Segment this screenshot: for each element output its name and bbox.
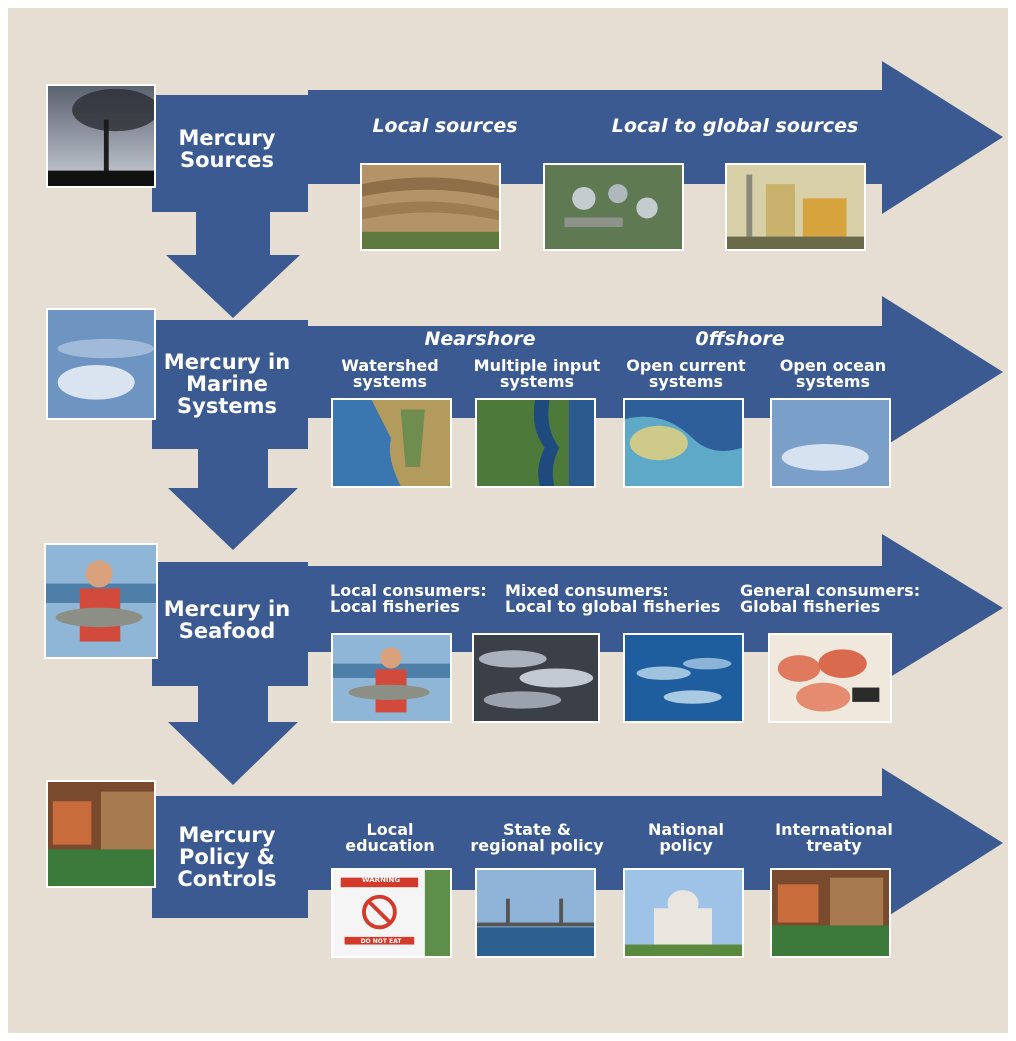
bay-satellite-photo (475, 398, 596, 488)
capitol-photo (623, 868, 744, 958)
label-general-consumers: General consumers: Global fisheries (740, 581, 921, 616)
smokestack-photo (46, 84, 156, 188)
row-title-sources: Mercury Sources (178, 126, 276, 172)
ocean-swirl-photo (46, 308, 156, 420)
label-mixed-consumers: Mixed consumers: Local to global fisheri… (505, 581, 721, 616)
down-arrow-3 (168, 680, 298, 785)
down-arrow-2 (168, 445, 298, 550)
warning-sign-photo: WARNING DO NOT EAT (331, 868, 452, 958)
label-open-current: Open current systems (626, 356, 746, 391)
heading-offshore: 0ffshore (695, 328, 785, 350)
label-watershed: Watershed systems (341, 356, 439, 391)
warning-sign-header: WARNING (361, 876, 401, 884)
current-satellite-photo (623, 398, 744, 488)
open-ocean-photo (770, 398, 891, 488)
down-arrow-1 (166, 205, 300, 318)
label-international-treaty: International treaty (775, 820, 893, 855)
label-open-ocean: Open ocean systems (779, 356, 887, 391)
row-title-policy: Mercury Policy & Controls (177, 823, 277, 891)
tuna-school-photo (623, 633, 744, 723)
angler-photo (44, 543, 158, 659)
assembly-hall-photo (46, 780, 156, 888)
angler-photo-small (331, 633, 452, 723)
label-local-consumers: Local consumers: Local fisheries (330, 581, 487, 616)
fish-catch-photo (472, 633, 600, 723)
open-pit-mine-photo (360, 163, 501, 251)
row-title-marine: Mercury in Marine Systems (163, 350, 291, 418)
power-plant-photo (725, 163, 866, 251)
label-state-regional: State & regional policy (470, 820, 604, 855)
label-local-education: Local education (345, 820, 435, 855)
heading-local-to-global: Local to global sources (611, 115, 859, 137)
heading-local-sources: Local sources (372, 115, 518, 137)
bridge-photo (475, 868, 596, 958)
label-multiple-input: Multiple input systems (473, 356, 601, 391)
label-national-policy: National policy (648, 820, 724, 855)
warning-sign-footer: DO NOT EAT (360, 938, 402, 945)
row-title-seafood: Mercury in Seafood (163, 597, 291, 643)
assembly-hall-photo-small (770, 868, 891, 958)
heading-nearshore: Nearshore (424, 328, 536, 350)
fish-market-photo (768, 633, 892, 723)
wastewater-plant-photo (543, 163, 684, 251)
california-satellite-photo (331, 398, 452, 488)
